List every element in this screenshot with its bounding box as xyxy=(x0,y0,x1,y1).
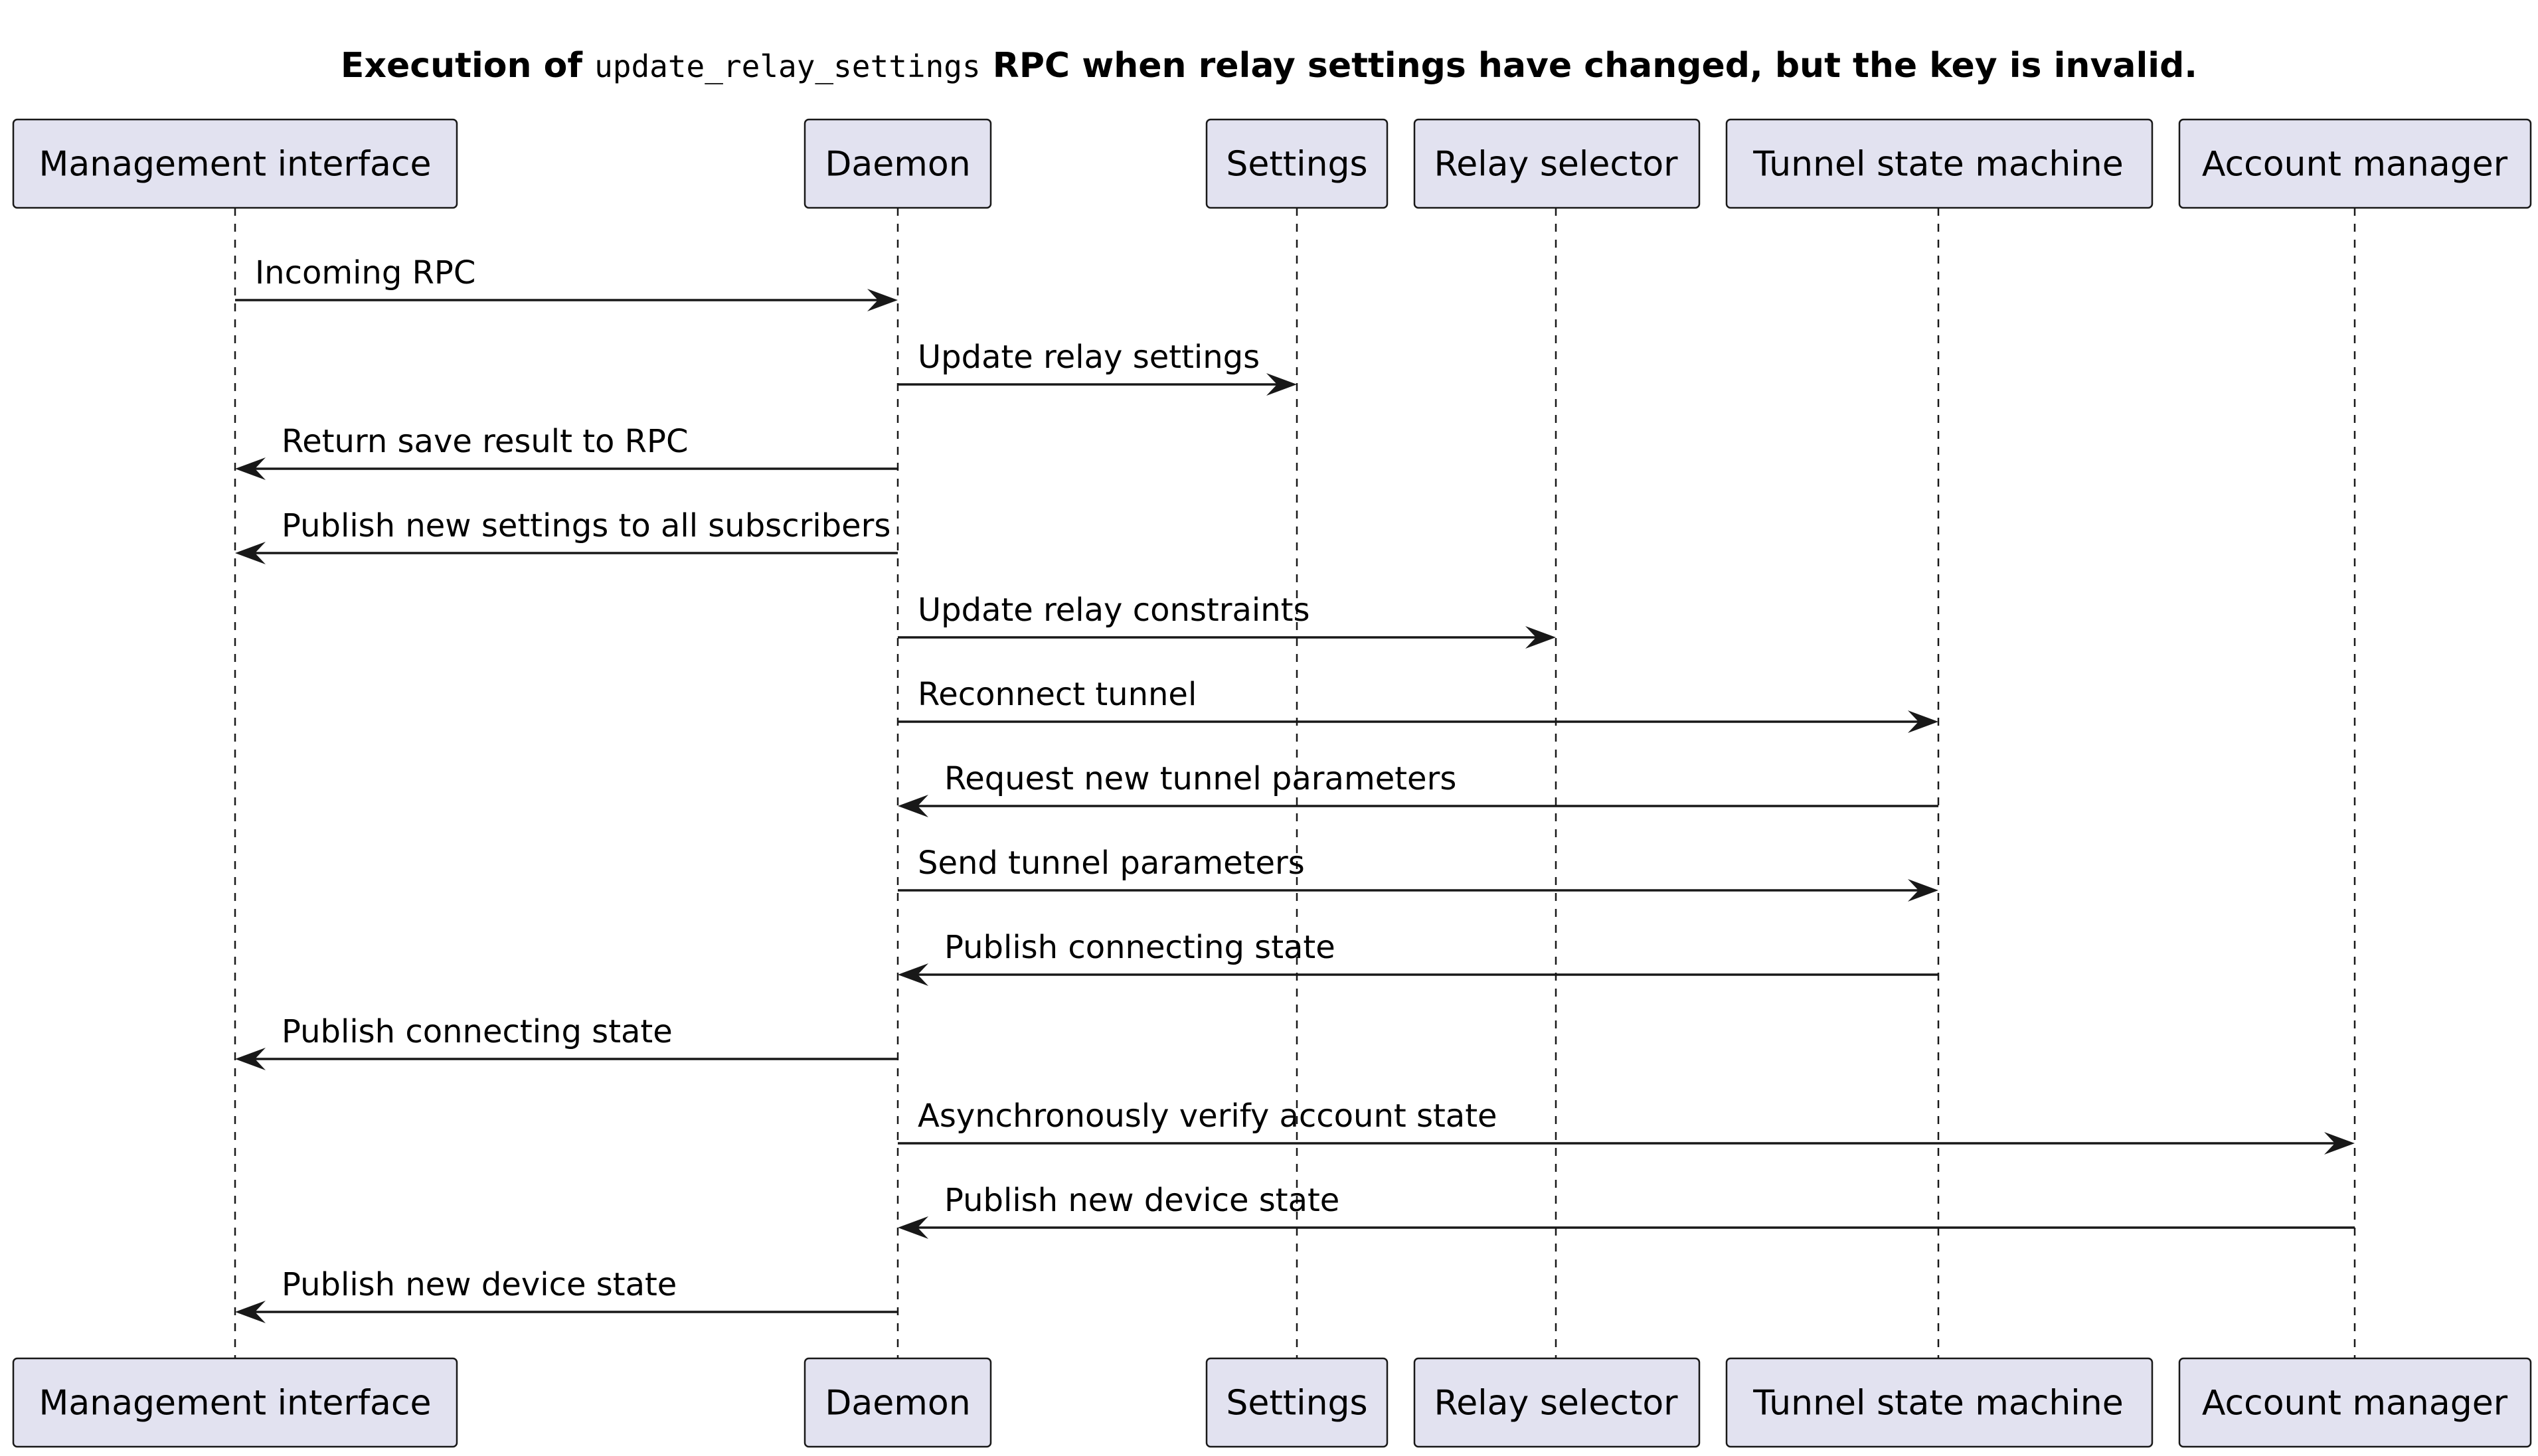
participant-label: Management interface xyxy=(39,145,432,185)
participant-box xyxy=(1413,1357,1701,1448)
title-suffix: RPC when relay settings have changed, bu… xyxy=(981,46,2197,86)
message-label: Publish new device state xyxy=(944,1182,1339,1219)
messages: Incoming RPC Update relay settingsReturn … xyxy=(235,254,2355,1323)
message-label: Reconnect tunnel xyxy=(918,676,1197,713)
participant-box xyxy=(12,1357,458,1448)
message-label: Publish connecting state xyxy=(282,1013,673,1050)
participant-box xyxy=(1205,118,1389,209)
participant-box xyxy=(1413,118,1701,209)
arrowhead-icon xyxy=(1266,373,1297,396)
arrowhead-icon xyxy=(867,289,898,311)
message-12: Publish new device state xyxy=(898,1182,2355,1239)
message-1: Incoming RPC xyxy=(235,254,898,311)
participant-tunnel-bottom: Tunnel state machine xyxy=(1725,1357,2154,1448)
arrowhead-icon xyxy=(2324,1132,2355,1155)
arrowhead-icon xyxy=(1525,626,1556,649)
arrowhead-icon xyxy=(235,457,266,480)
participant-relay-top: Relay selector xyxy=(1413,118,1701,209)
participant-settings-bottom: Settings xyxy=(1205,1357,1389,1448)
arrowhead-icon xyxy=(235,542,266,564)
participant-label: Tunnel state machine xyxy=(1752,145,2123,185)
participant-mgmt-bottom: Management interface xyxy=(12,1357,458,1448)
participant-daemon-top: Daemon xyxy=(804,118,992,209)
participant-relay-bottom: Relay selector xyxy=(1413,1357,1701,1448)
participant-daemon-bottom: Daemon xyxy=(804,1357,992,1448)
message-6: Reconnect tunnel xyxy=(898,676,1938,733)
message-11: Asynchronously verify account state xyxy=(898,1097,2355,1155)
message-10: Publish connecting state xyxy=(235,1013,898,1070)
title-prefix: Execution of xyxy=(341,46,594,86)
message-label: Incoming RPC xyxy=(255,254,475,291)
participant-tunnel-top: Tunnel state machine xyxy=(1725,118,2154,209)
message-label: Update relay constraints xyxy=(918,592,1310,629)
participant-label: Relay selector xyxy=(1434,1384,1678,1423)
participant-label: Settings xyxy=(1226,145,1367,185)
participant-label: Daemon xyxy=(825,145,970,185)
arrowhead-icon xyxy=(235,1301,266,1323)
message-4: Publish new settings to all subscribers xyxy=(235,507,898,564)
participant-label: Management interface xyxy=(39,1384,432,1423)
participant-label: Relay selector xyxy=(1434,145,1678,185)
message-3: Return save result to RPC xyxy=(235,423,898,480)
title-code: update_relay_settings xyxy=(594,48,981,84)
message-7: Request new tunnel parameters xyxy=(898,760,1938,817)
arrowhead-icon xyxy=(1908,710,1938,733)
arrowhead-icon xyxy=(1908,879,1938,902)
message-label: Send tunnel parameters xyxy=(918,845,1305,882)
message-label: Request new tunnel parameters xyxy=(944,760,1456,797)
participant-label: Settings xyxy=(1226,1384,1367,1423)
participant-account-bottom: Account manager xyxy=(2178,1357,2532,1448)
message-5: Update relay constraints xyxy=(898,592,1556,649)
participant-box xyxy=(1725,1357,2154,1448)
arrowhead-icon xyxy=(898,963,928,986)
arrowhead-icon xyxy=(898,795,928,817)
lifelines xyxy=(234,208,2356,1358)
participant-account-top: Account manager xyxy=(2178,118,2532,209)
participant-settings-top: Settings xyxy=(1205,118,1389,209)
arrowhead-icon xyxy=(235,1048,266,1070)
message-2: Update relay settings xyxy=(898,339,1297,396)
participant-label: Account manager xyxy=(2202,1384,2508,1423)
participant-box xyxy=(12,118,458,209)
participant-box xyxy=(804,1357,992,1448)
participant-box xyxy=(1725,118,2154,209)
participant-label: Account manager xyxy=(2202,145,2508,185)
message-label: Publish new settings to all subscribers xyxy=(282,507,890,544)
diagram-title: Execution of update_relay_settings RPC w… xyxy=(341,46,2197,86)
arrowhead-icon xyxy=(898,1216,928,1239)
participant-box xyxy=(1205,1357,1389,1448)
message-label: Publish connecting state xyxy=(944,929,1335,966)
message-9: Publish connecting state xyxy=(898,929,1938,986)
message-label: Asynchronously verify account state xyxy=(918,1097,1497,1135)
message-label: Return save result to RPC xyxy=(282,423,688,460)
participant-box xyxy=(2178,1357,2532,1448)
participant-label: Daemon xyxy=(825,1384,970,1423)
message-8: Send tunnel parameters xyxy=(898,845,1938,902)
participant-box xyxy=(2178,118,2532,209)
participant-box xyxy=(804,118,992,209)
participant-mgmt-top: Management interface xyxy=(12,118,458,209)
participant-label: Tunnel state machine xyxy=(1752,1384,2123,1423)
message-13: Publish new device state xyxy=(235,1266,898,1323)
message-label: Update relay settings xyxy=(918,339,1260,376)
message-label: Publish new device state xyxy=(282,1266,677,1303)
